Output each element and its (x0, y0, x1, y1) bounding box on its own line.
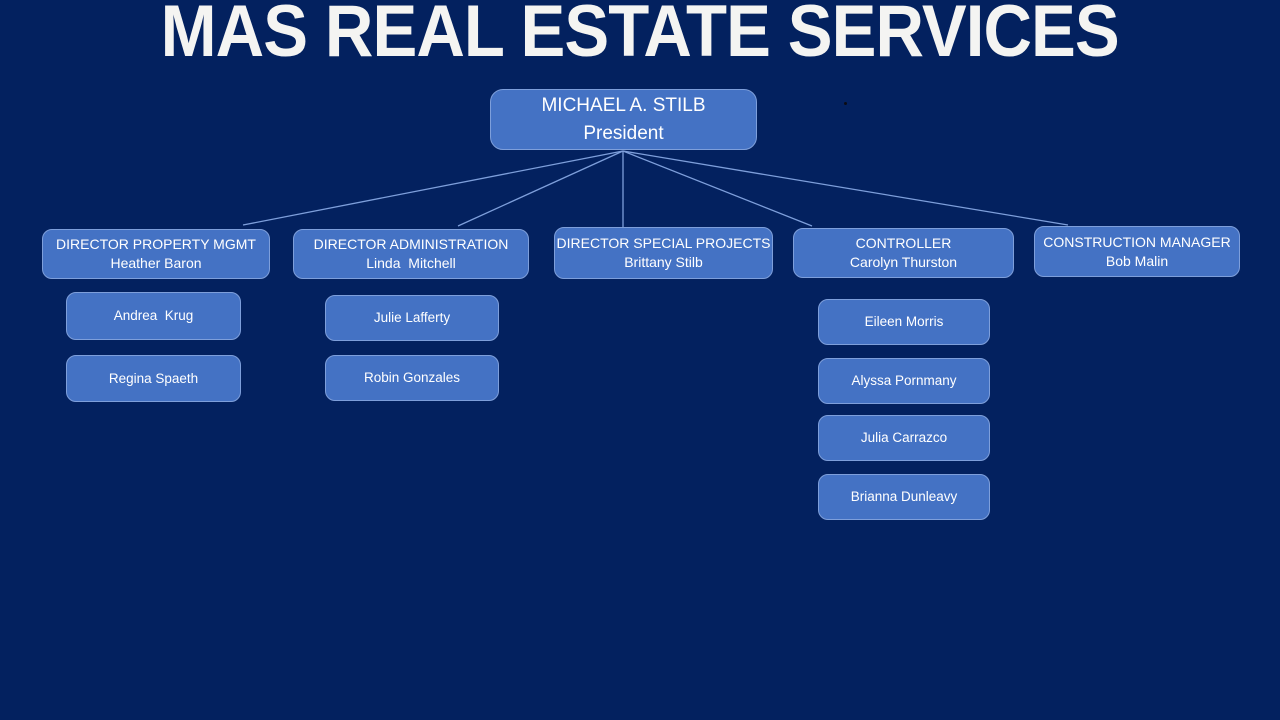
dept-role: DIRECTOR PROPERTY MGMT (56, 236, 256, 252)
report-name: Alyssa Pornmany (851, 373, 957, 388)
dept-person: Bob Malin (1105, 252, 1169, 269)
report-name: Regina Spaeth (108, 370, 199, 386)
dept-role: DIRECTOR ADMINISTRATION (313, 236, 509, 252)
dept-role: DIRECTOR SPECIAL PROJECTS (556, 235, 771, 251)
org-node-report: Robin Gonzales (325, 355, 499, 401)
org-node-report: Regina Spaeth (66, 355, 241, 402)
org-node-report: Brianna Dunleavy (818, 474, 990, 520)
org-node-report: Julie Lafferty (325, 295, 499, 341)
org-node-report: Alyssa Pornmany (818, 358, 990, 404)
dept-role: CONSTRUCTION MANAGER (1043, 233, 1231, 250)
report-name: Andrea Krug (113, 308, 194, 323)
dept-person: Brittany Stilb (624, 254, 703, 270)
dept-person: Carolyn Thurston (849, 254, 958, 270)
connector-line-administration (457, 150, 624, 227)
president-name: MICHAEL A. STILB (541, 94, 706, 116)
org-node-controller: CONTROLLER Carolyn Thurston (793, 228, 1014, 278)
report-name: Robin Gonzales (363, 370, 461, 385)
report-name: Eileen Morris (864, 314, 944, 329)
org-node-director-property-mgmt: DIRECTOR PROPERTY MGMT Heather Baron (42, 229, 270, 279)
connector-line-controller (622, 150, 813, 227)
report-name: Julia Carrazco (860, 430, 948, 445)
org-node-report: Eileen Morris (818, 299, 990, 345)
connector-line-property-mgmt (242, 150, 624, 226)
org-node-director-special-projects: DIRECTOR SPECIAL PROJECTS Brittany Stilb (554, 227, 773, 279)
org-node-report: Julia Carrazco (818, 415, 990, 461)
page-title: MAS REAL ESTATE SERVICES (160, 0, 1120, 72)
report-name: Brianna Dunleavy (850, 489, 958, 504)
connector-line-construction (622, 150, 1069, 226)
title-bar: MAS REAL ESTATE SERVICES (0, 0, 1280, 70)
org-node-construction-manager: CONSTRUCTION MANAGER Bob Malin (1034, 226, 1240, 277)
stray-dot (844, 102, 847, 105)
org-node-president: MICHAEL A. STILB President (490, 89, 757, 150)
report-name: Julie Lafferty (373, 310, 451, 325)
dept-person: Heather Baron (110, 255, 202, 271)
dept-role: CONTROLLER (855, 235, 952, 251)
dept-person: Linda Mitchell (366, 255, 456, 271)
org-node-director-administration: DIRECTOR ADMINISTRATION Linda Mitchell (293, 229, 529, 279)
org-node-report: Andrea Krug (66, 292, 241, 340)
president-title: President (583, 122, 664, 144)
